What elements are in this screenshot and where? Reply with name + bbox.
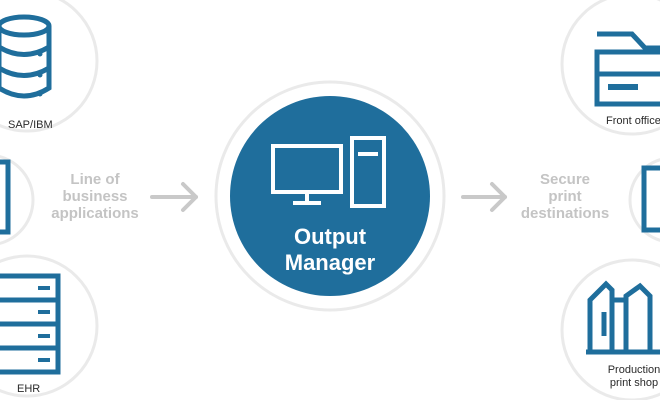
source-node-ehr: EHR (0, 254, 99, 398)
left-flow-caption: Line of business applications (51, 171, 139, 222)
source-node-sap-ibm: SAP/IBM (0, 0, 99, 133)
left-flow-line2: business (62, 188, 127, 205)
output-manager-node: Output Manager (214, 80, 446, 312)
database-icon (0, 14, 52, 99)
destination-label-production-line1: Production (608, 364, 660, 376)
right-arrow-icon (461, 182, 507, 212)
server-icon (0, 159, 11, 235)
left-flow-line1: Line of (70, 171, 120, 188)
destination-label-production-line2: print shop (610, 377, 658, 389)
left-flow-line3: applications (51, 205, 139, 222)
left-arrow-icon (150, 182, 198, 212)
center-title-line1: Output (294, 224, 367, 249)
center-title-line2: Manager (285, 250, 376, 275)
destination-node-front-office: Front office (560, 0, 660, 136)
destination-node-printer (628, 158, 660, 242)
file-cabinet-icon (0, 273, 61, 375)
right-flow-line1: Secure (540, 171, 590, 188)
destination-node-production-print-shop: Production print shop (560, 258, 660, 400)
source-label-sap-ibm: SAP/IBM (8, 119, 53, 131)
desktop-computer-icon (271, 136, 386, 208)
printer-icon (641, 165, 660, 233)
right-flow-line3: destinations (521, 205, 609, 222)
right-flow-caption: Secure print destinations (521, 171, 609, 222)
source-label-ehr: EHR (17, 383, 40, 395)
right-flow-line2: print (548, 188, 581, 205)
source-node-server (0, 155, 35, 245)
destination-label-front-office: Front office (606, 115, 660, 127)
production-press-icon (586, 280, 660, 355)
